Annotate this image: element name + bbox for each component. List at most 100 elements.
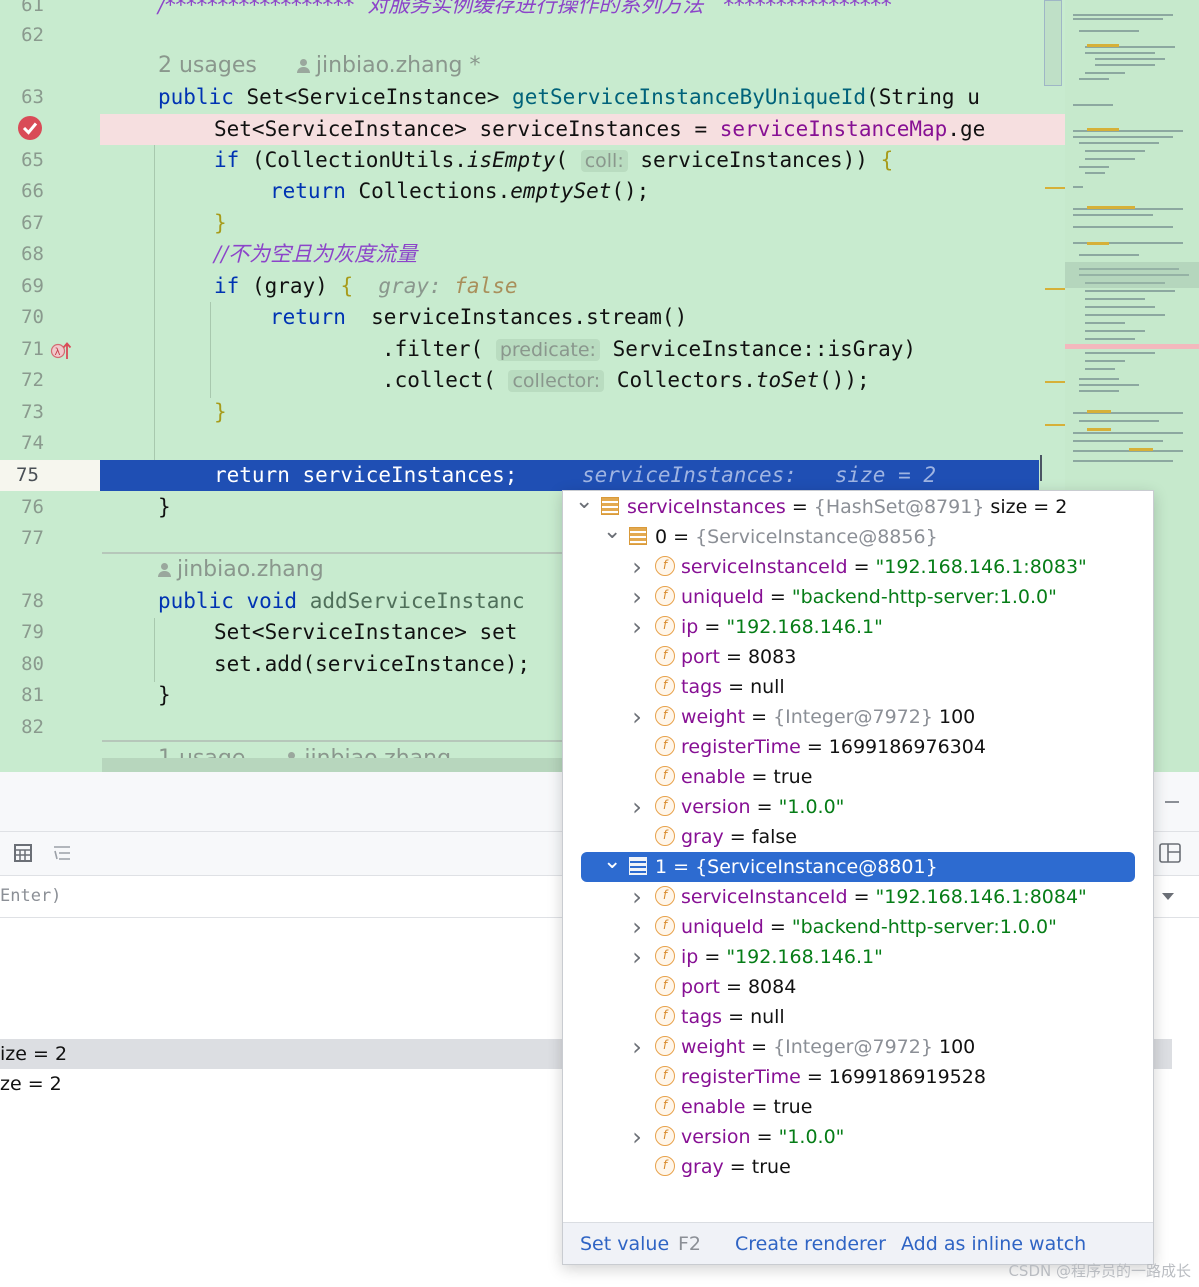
chevron-right-icon[interactable]: ›	[632, 943, 642, 971]
chevron-right-icon[interactable]: ›	[632, 613, 642, 641]
usages-count[interactable]: 2 usages	[158, 53, 257, 78]
editor-scrollbar[interactable]	[1044, 0, 1062, 86]
chevron-right-icon[interactable]: ›	[632, 553, 642, 581]
code-line-65[interactable]: if (CollectionUtils.isEmpty( coll: servi…	[100, 145, 1065, 176]
scroll-fade	[102, 758, 562, 772]
line-number[interactable]: 66	[21, 180, 44, 202]
code-line-78[interactable]: public void addServiceInstanc	[100, 586, 1065, 617]
breakpoint-icon[interactable]	[18, 116, 42, 140]
line-number[interactable]: 62	[21, 24, 44, 46]
chevron-right-icon[interactable]: ›	[632, 1033, 642, 1061]
code-line-66[interactable]: return Collections.emptySet();	[100, 176, 1065, 207]
code-line-80[interactable]: set.add(serviceInstance);	[100, 649, 1065, 680]
line-number[interactable]: 76	[21, 496, 44, 518]
line-number[interactable]: 69	[21, 275, 44, 297]
line-number[interactable]: 70	[21, 306, 44, 328]
line-number[interactable]: 82	[21, 716, 44, 738]
line-number[interactable]: 75	[0, 460, 100, 491]
tree-element-row[interactable]: ⌄0 = {ServiceInstance@8856}	[563, 519, 1153, 552]
code-line-73[interactable]: }	[100, 397, 1065, 428]
chevron-right-icon[interactable]: ›	[632, 1123, 642, 1151]
variable-inspect-popup[interactable]: ⌄serviceInstances = {HashSet@8791} size …	[562, 490, 1154, 1265]
chevron-right-icon[interactable]: ›	[632, 703, 642, 731]
code-line-70[interactable]: return serviceInstances.stream()	[100, 302, 1065, 333]
code-editor[interactable]: 61 62 63 65 66 67 68 69 70 71 72 73 74 75 76 77 78 79 80 81…	[0, 0, 1199, 772]
chevron-right-icon[interactable]: ›	[632, 793, 642, 821]
line-number[interactable]: 68	[21, 243, 44, 265]
chevron-right-icon[interactable]: ›	[632, 583, 642, 611]
usages-hint[interactable]: 2 usages jinbiao.zhang *	[158, 50, 481, 81]
code-line-69[interactable]: if (gray) { gray: false	[100, 271, 1065, 302]
code-line-61[interactable]: /****************** 对服务实例缓存进行操作的系列方法 ***…	[100, 0, 1065, 21]
set-value-link[interactable]: Set value	[580, 1233, 670, 1255]
line-number[interactable]: 61	[21, 0, 44, 16]
format-icon[interactable]	[52, 844, 72, 862]
chevron-down-icon[interactable]: ⌄	[603, 849, 622, 874]
line-number[interactable]: 80	[21, 653, 44, 675]
code-line-76[interactable]: }	[100, 492, 1065, 523]
line-number[interactable]: 79	[21, 621, 44, 643]
line-number-gutter[interactable]: 61 62 63 65 66 67 68 69 70 71 72 73 74 75 76 77 78 79 80 81…	[0, 0, 100, 772]
author-hint[interactable]: jinbiao.zhang	[158, 554, 324, 585]
code-line-72[interactable]: .collect( collector: Collectors.toSet())…	[100, 365, 1065, 396]
warning-marker[interactable]	[1045, 187, 1065, 189]
table-icon[interactable]	[14, 844, 32, 862]
override-gutter-icon[interactable]: λ	[50, 340, 72, 362]
chevron-down-icon[interactable]: ⌄	[575, 489, 594, 514]
line-number[interactable]: 74	[21, 432, 44, 454]
line-number[interactable]: 77	[21, 527, 44, 549]
add-inline-watch-link[interactable]: Add as inline watch	[901, 1233, 1087, 1255]
minimap-viewport[interactable]	[1065, 262, 1199, 288]
code-line-67[interactable]: }	[100, 208, 1065, 239]
variable-row[interactable]: ze = 2	[0, 1069, 62, 1099]
chevron-right-icon[interactable]: ›	[632, 913, 642, 941]
chevron-right-icon[interactable]: ›	[632, 883, 642, 911]
line-number[interactable]: 73	[21, 401, 44, 423]
code-line-64-breakpoint[interactable]: Set<ServiceInstance> serviceInstances = …	[100, 114, 1065, 145]
warning-marker[interactable]	[1045, 288, 1065, 290]
code-line-81[interactable]: }	[100, 680, 1065, 711]
code-line-79[interactable]: Set<ServiceInstance> set	[100, 617, 1065, 648]
tree-root-row[interactable]: ⌄serviceInstances = {HashSet@8791} size …	[563, 489, 1153, 522]
tree-element-row[interactable]: ⌄1 = {ServiceInstance@8801}	[581, 849, 1135, 882]
line-number[interactable]: 81	[21, 684, 44, 706]
code-line-75-current[interactable]: return serviceInstances; serviceInstance…	[100, 460, 1039, 491]
code-line-63[interactable]: public Set<ServiceInstance> getServiceIn…	[100, 82, 1065, 113]
chevron-down-icon[interactable]: ⌄	[603, 519, 622, 544]
history-dropdown-icon[interactable]	[1161, 892, 1175, 901]
line-number[interactable]: 67	[21, 212, 44, 234]
minimize-icon[interactable]	[1165, 801, 1179, 803]
inline-debug-value[interactable]: serviceInstances: size = 2	[582, 463, 937, 487]
line-number[interactable]: 78	[21, 590, 44, 612]
line-number[interactable]: 71	[21, 338, 44, 360]
line-number[interactable]: 63	[21, 86, 44, 108]
line-number[interactable]: 65	[21, 149, 44, 171]
layout-icon[interactable]	[1159, 843, 1181, 863]
code-line-68[interactable]: //不为空且为灰度流量	[100, 239, 1065, 270]
code-line-71[interactable]: .filter( predicate: ServiceInstance::isG…	[100, 334, 1065, 365]
warning-marker[interactable]	[1045, 424, 1065, 426]
warning-marker[interactable]	[1045, 381, 1065, 383]
create-renderer-link[interactable]: Create renderer	[735, 1233, 886, 1255]
line-number[interactable]: 72	[21, 369, 44, 391]
